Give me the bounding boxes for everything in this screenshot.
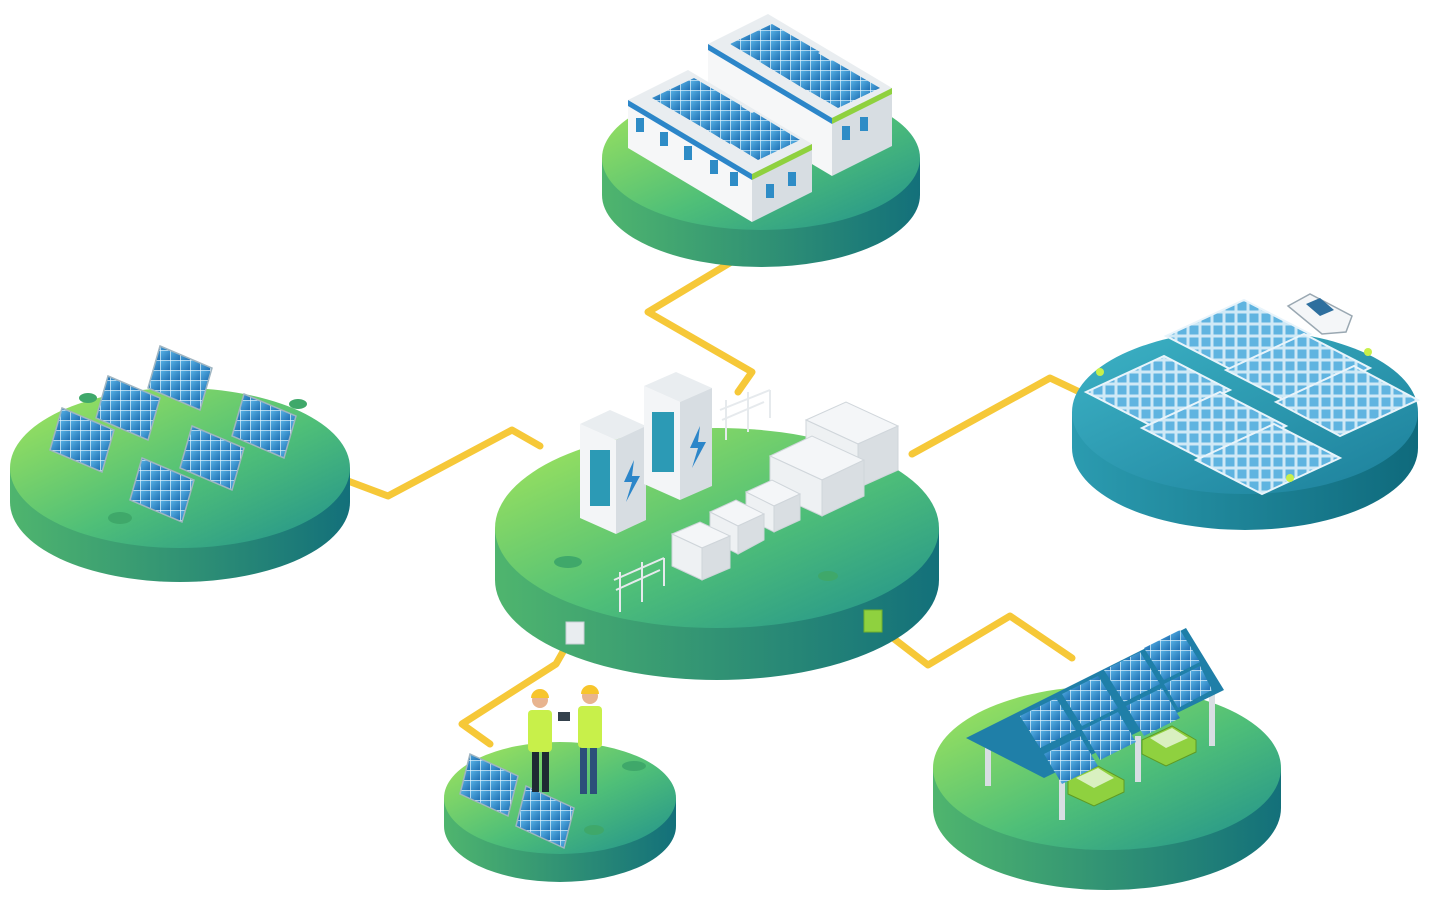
worker-figure <box>528 689 552 792</box>
boat-icon <box>1286 293 1353 335</box>
lightning-bolt-icon <box>624 460 640 502</box>
car-icon <box>1067 765 1125 807</box>
bush-icon <box>584 761 646 835</box>
solar-panel-array <box>459 752 575 850</box>
battery-cabinet <box>580 410 646 534</box>
bush-icon <box>79 393 307 524</box>
connector-line-ground-farm <box>336 426 544 500</box>
storage-container <box>768 435 866 517</box>
power-pylon <box>613 389 771 612</box>
connector-line-carport <box>876 612 1076 669</box>
transformer <box>670 521 732 581</box>
junction-box <box>565 621 585 645</box>
bush-icon <box>554 556 838 581</box>
ground-mounted-solar-farm <box>10 344 350 582</box>
buoy-icon <box>1096 348 1372 482</box>
connector-line-rooftop <box>644 254 756 396</box>
worker-figure <box>558 685 602 794</box>
tablet-icon <box>558 712 570 721</box>
solar-carport <box>933 628 1281 890</box>
car-icon <box>1141 725 1197 767</box>
floating-solar-farm <box>1072 293 1421 530</box>
solar-maintenance-workers <box>444 685 676 882</box>
rooftop-solar-buildings <box>602 14 920 267</box>
junction-box <box>863 609 883 633</box>
connector-line-workers <box>458 632 576 748</box>
solar-panel-array <box>49 344 297 524</box>
building-front <box>628 70 812 222</box>
lightning-bolt-icon <box>690 426 706 468</box>
floating-panel-array <box>1083 298 1421 496</box>
carport-panel-array <box>1020 630 1212 784</box>
battery-storage-substation <box>495 372 939 680</box>
hard-hat-icon <box>531 689 549 698</box>
connector-line-floating <box>908 374 1092 458</box>
hard-hat-icon <box>581 685 599 694</box>
battery-cabinet <box>644 372 712 500</box>
